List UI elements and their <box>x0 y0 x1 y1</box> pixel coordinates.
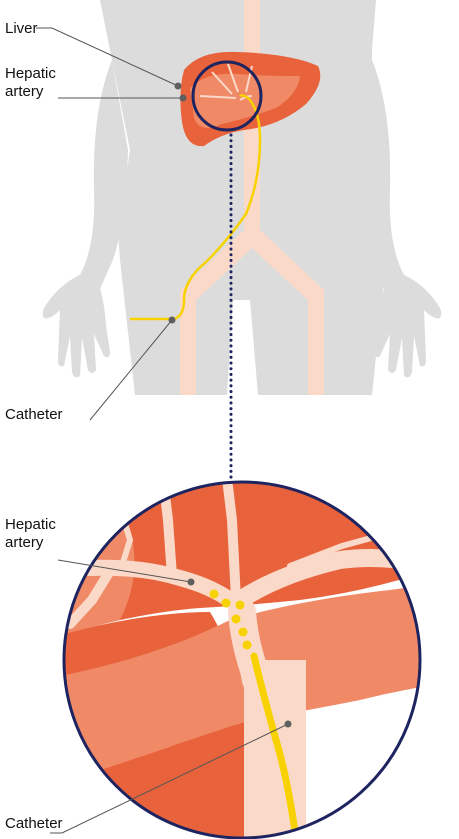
yellow-circle-icon <box>222 599 231 608</box>
label-liver: Liver <box>5 20 38 38</box>
yellow-circle-icon <box>236 601 245 610</box>
grey-dot-icon <box>285 721 292 728</box>
yellow-circle-icon <box>239 628 248 637</box>
yellow-circle-icon <box>210 590 219 599</box>
label-hepatic-artery-top: Hepatic artery <box>5 65 56 101</box>
grey-dot-icon <box>180 95 187 102</box>
label-catheter-top: Catheter <box>5 406 63 424</box>
grey-dot-icon <box>169 317 176 324</box>
grey-dot-icon <box>188 579 195 586</box>
zoom-view <box>40 470 459 839</box>
label-hepatic-artery-bottom: Hepatic artery <box>5 516 56 552</box>
yellow-circle-icon <box>232 615 241 624</box>
yellow-circle-icon <box>243 641 252 650</box>
label-catheter-bottom: Catheter <box>5 815 63 833</box>
grey-dot-icon <box>175 83 182 90</box>
